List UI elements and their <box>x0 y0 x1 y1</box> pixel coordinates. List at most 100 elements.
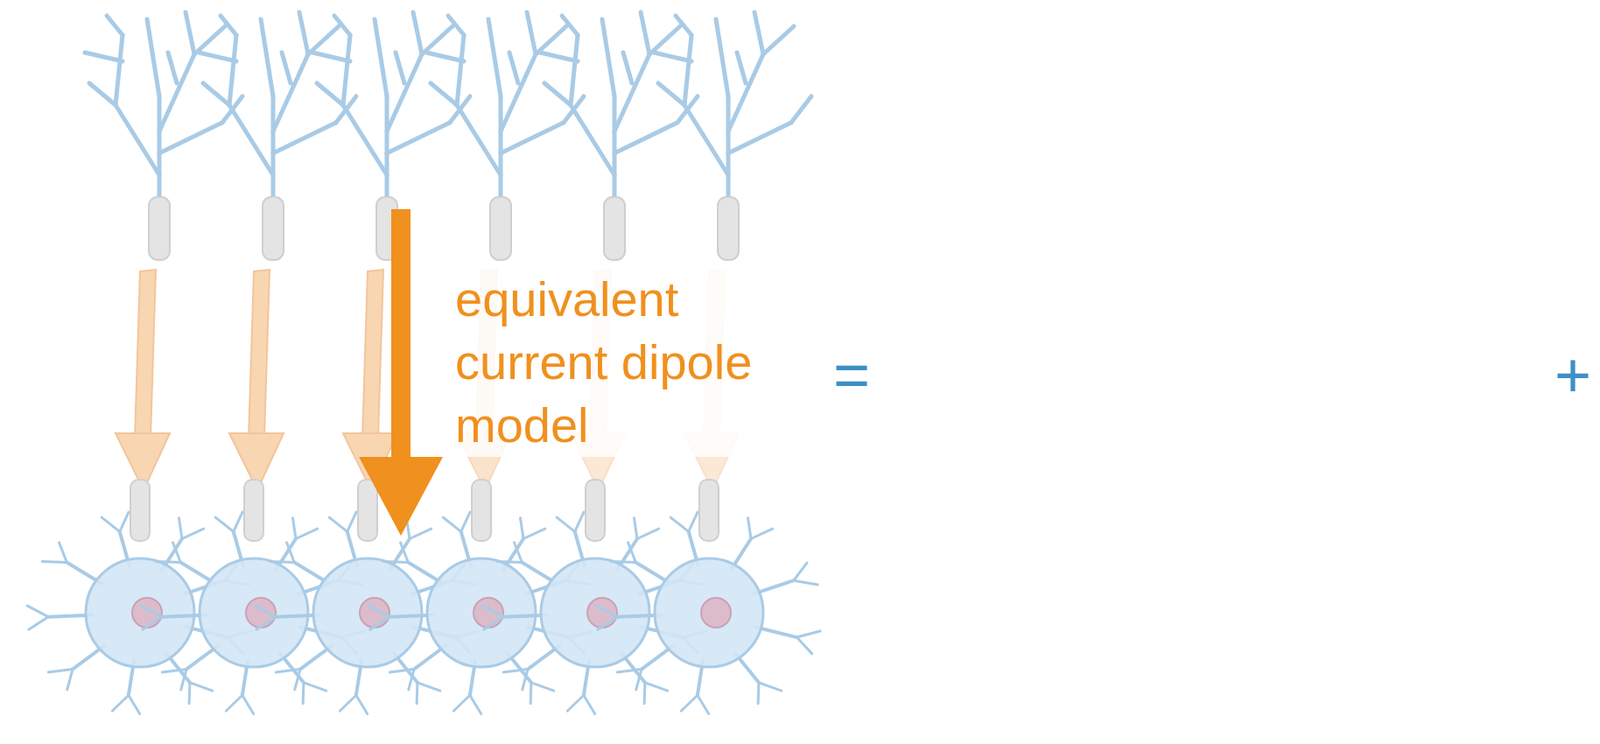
dendrite-segment <box>585 479 605 541</box>
basal-dendrite <box>747 518 751 540</box>
basal-dendrite <box>301 682 306 704</box>
soma <box>540 558 650 667</box>
nucleus <box>132 597 162 628</box>
basal-dendrite <box>513 542 522 563</box>
basal-dendrite <box>617 669 642 674</box>
basal-dendrite <box>112 694 129 711</box>
basal-dendrite <box>140 605 162 618</box>
basal-dendrite <box>758 682 782 691</box>
basal-dendrite <box>627 542 636 563</box>
apical-dendrite <box>500 122 564 154</box>
basal-dendrite <box>181 669 187 690</box>
apical-dendrite <box>185 12 195 55</box>
basal-dendrite <box>67 669 73 690</box>
apical-dendrite <box>649 26 681 55</box>
apical-dendrite <box>763 26 794 55</box>
basal-dendrite <box>28 617 49 631</box>
apical-dendrite <box>194 26 225 55</box>
basal-dendrite <box>470 694 482 714</box>
apical-dendrite <box>535 26 567 55</box>
soma <box>313 558 422 667</box>
apical-dendrite <box>736 52 746 84</box>
apical-dendrite <box>386 122 450 154</box>
apical-dendrite <box>653 52 692 62</box>
basal-dendrite <box>531 682 555 691</box>
apical-dendrite <box>640 12 650 55</box>
basal-dendrite <box>556 517 576 532</box>
dipole-head <box>358 456 443 536</box>
dendrite-segment <box>490 196 512 260</box>
basal-dendrite <box>161 669 187 674</box>
apical-dendrite <box>260 19 274 97</box>
basal-dendrite <box>256 617 276 631</box>
cell-body <box>596 512 821 715</box>
basal-dendrite <box>242 694 254 714</box>
current-arrow <box>115 269 170 491</box>
apical-dendrite <box>168 52 177 84</box>
basal-dendrite <box>58 542 67 563</box>
apical-dendrite <box>159 122 223 154</box>
apical-dendrite <box>147 19 160 97</box>
basal-dendrite <box>636 669 642 690</box>
basal-dendrite <box>796 637 812 654</box>
basal-dendrite <box>796 631 821 638</box>
apical-dendrite <box>106 15 123 36</box>
dendrite-segment <box>717 196 739 260</box>
equals-sign: = <box>833 336 871 414</box>
apical-dendrite <box>159 54 195 132</box>
basal-dendrite <box>329 517 348 532</box>
basal-dendrite <box>128 694 141 714</box>
apical-dendrite <box>229 35 237 106</box>
apical-dendrite <box>299 12 309 55</box>
basal-dendrite <box>269 561 295 562</box>
apical-dendrite <box>229 105 274 176</box>
basal-dendrite <box>356 694 368 714</box>
soma <box>199 558 309 667</box>
basal-dendrite <box>597 617 618 631</box>
basal-dendrite <box>596 605 618 618</box>
basal-dendrite <box>645 682 668 691</box>
arrow-shaft <box>134 269 156 440</box>
dendrite-segment <box>244 479 264 541</box>
apical-dendrite <box>684 35 692 106</box>
basal-dendrite <box>503 669 528 674</box>
dendrite-segment <box>603 196 625 260</box>
basal-dendrite <box>172 542 181 563</box>
dipole-shaft <box>391 209 411 464</box>
basal-dendrite <box>453 694 471 711</box>
dendrite-segment <box>357 479 378 541</box>
basal-dendrite <box>286 542 295 563</box>
apical-dendrite <box>115 35 123 106</box>
dendrite-segment <box>699 479 719 541</box>
basal-dendrite <box>182 528 204 539</box>
apical-dendrite <box>426 52 464 62</box>
apical-dendrite <box>728 122 792 154</box>
current-arrow <box>229 269 284 491</box>
apical-dendrite <box>658 83 685 106</box>
basal-dendrite <box>294 669 301 690</box>
apical-dendrite <box>316 83 344 106</box>
apical-dendrite <box>728 54 764 132</box>
apical-dendrite <box>430 83 457 106</box>
basal-dendrite <box>389 669 415 674</box>
basal-dendrite <box>567 694 584 711</box>
basal-dendrite <box>42 561 67 562</box>
apical-dendrite <box>343 105 387 176</box>
apical-dendrite <box>386 54 422 132</box>
basal-dendrite <box>189 682 213 691</box>
dendrite-segment <box>471 479 492 541</box>
basal-dendrite <box>101 517 120 532</box>
nucleus <box>587 597 618 628</box>
basal-dendrite <box>643 682 647 704</box>
apical-dendrite <box>343 35 351 106</box>
apical-dendrite <box>684 105 729 176</box>
apical-dendrite <box>334 15 351 36</box>
apical-dendrite <box>570 105 615 176</box>
soma <box>85 558 195 667</box>
basal-dendrite <box>215 517 234 532</box>
basal-dendrite <box>680 694 698 711</box>
basal-dendrite <box>347 512 357 532</box>
apical-dendrite <box>500 54 536 132</box>
apical-dendrite <box>273 122 337 154</box>
